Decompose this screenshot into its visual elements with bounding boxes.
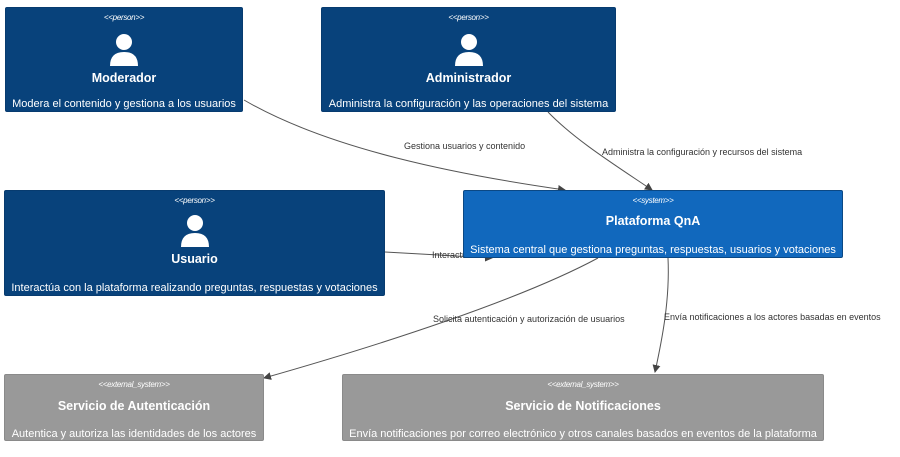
person-icon (454, 34, 483, 66)
person-icon (180, 215, 209, 247)
edge-administrador-plataforma (547, 111, 653, 191)
node-servicio-notificaciones[interactable]: <<external_system>> Servicio de Notifica… (342, 374, 824, 441)
stereotype-label: <<person>> (103, 13, 145, 22)
stereotype-label: <<person>> (448, 13, 489, 22)
node-administrador[interactable]: <<person>> Administrador Administra la c… (321, 7, 616, 112)
node-title: Administrador (425, 71, 512, 85)
stereotype-label: <<external_system>> (98, 380, 170, 389)
edge-label-plataforma-autenticacion: Solicita autenticación y autorización de… (433, 314, 625, 324)
edge-plataforma-notificaciones (652, 257, 669, 373)
node-description: Administra la configuración y las operac… (328, 98, 609, 110)
node-description: Sistema central que gestiona preguntas, … (470, 244, 836, 256)
node-title: Plataforma QnA (605, 214, 701, 228)
node-description: Interactúa con la plataforma realizando … (11, 282, 378, 294)
person-icon (110, 34, 138, 66)
node-title: Servicio de Notificaciones (505, 399, 661, 413)
node-description: Envía notificaciones por correo electrón… (349, 428, 817, 440)
node-description: Modera el contenido y gestiona a los usu… (12, 98, 236, 110)
edge-label-plataforma-notificaciones: Envía notificaciones a los actores basad… (664, 312, 881, 322)
edge-label-administrador-plataforma: Administra la configuración y recursos d… (602, 147, 802, 157)
node-title: Servicio de Autenticación (57, 399, 211, 413)
edge-moderador-plataforma (243, 99, 566, 193)
node-usuario[interactable]: <<person>> Usuario Interactúa con la pla… (4, 190, 385, 296)
node-description: Autentica y autoriza las identidades de … (11, 428, 257, 440)
node-plataforma-qna[interactable]: <<system>> Plataforma QnA Sistema centra… (463, 190, 843, 258)
edge-label-moderador-plataforma: Gestiona usuarios y contenido (404, 141, 525, 151)
node-title: Usuario (171, 252, 218, 266)
stereotype-label: <<external_system>> (547, 380, 619, 389)
node-servicio-autenticacion[interactable]: <<external_system>> Servicio de Autentic… (4, 374, 264, 441)
node-moderador[interactable]: <<person>> Moderador Modera el contenido… (5, 7, 243, 112)
node-title: Moderador (91, 71, 157, 85)
edge-plataforma-autenticacion (263, 257, 599, 380)
stereotype-label: <<person>> (174, 196, 215, 205)
stereotype-label: <<system>> (632, 196, 674, 205)
